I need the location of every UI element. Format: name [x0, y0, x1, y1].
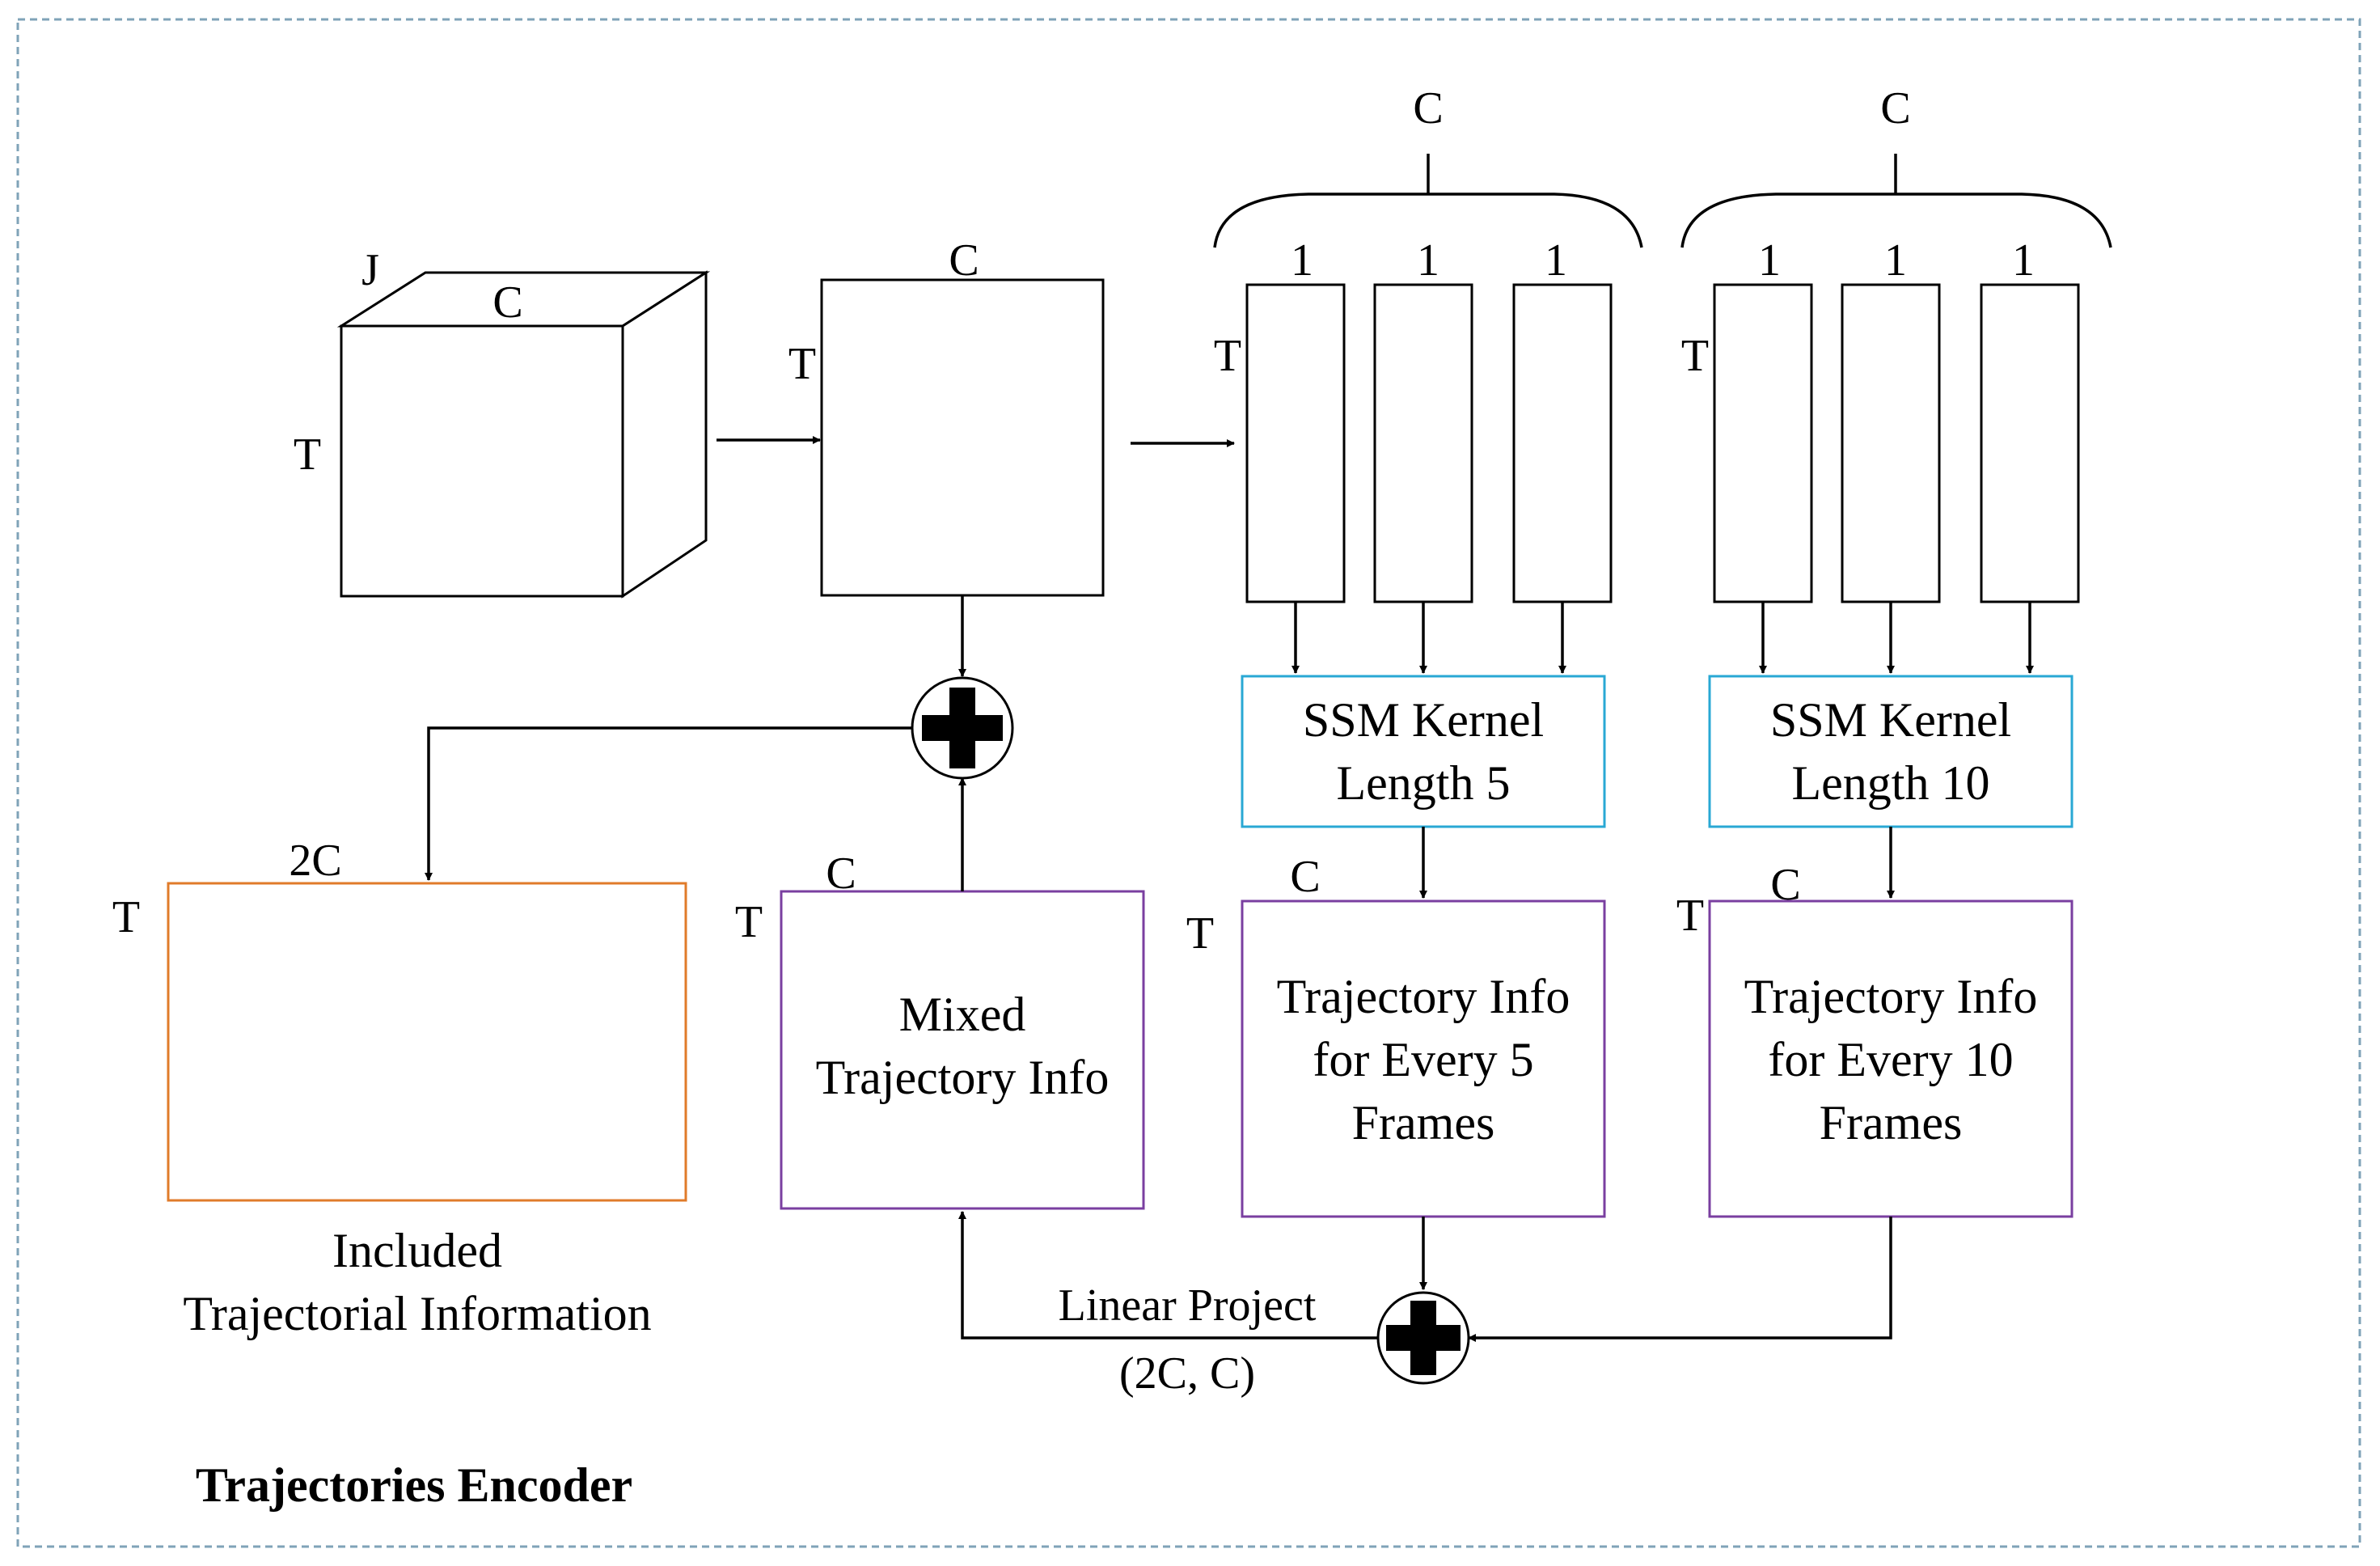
ssm-kernel-10: [1708, 675, 2074, 828]
linear-line1: Linear Project: [1059, 1280, 1317, 1331]
output-label-t: T: [112, 892, 140, 942]
group5-col1-label: 1: [1291, 235, 1313, 286]
ssm5-line2: Length 5: [1337, 756, 1511, 810]
mixed-label-t: T: [735, 897, 763, 947]
group10-column-3: [1980, 283, 2080, 603]
diagram-title: Trajectories Encoder: [196, 1458, 632, 1512]
mixed-line2: Trajectory Info: [816, 1051, 1110, 1104]
traj-info-5: [1241, 899, 1606, 1218]
group10-col2-label: 1: [1884, 235, 1907, 286]
traj-info-10: [1708, 899, 2074, 1218]
flat-label-c: C: [949, 235, 979, 286]
traj5-line3: Frames: [1352, 1096, 1495, 1149]
group10-col1-label: 1: [1758, 235, 1781, 286]
output-label-2c: 2C: [289, 836, 341, 886]
group5-brace-c: C: [1413, 83, 1443, 133]
brace-group5: [1213, 154, 1643, 248]
arrow-traj10-to-add: [1468, 1217, 1892, 1342]
linear-line2: (2C, C): [1119, 1348, 1255, 1399]
mixed-label-c: C: [826, 849, 856, 899]
output-caption1: Included: [332, 1224, 502, 1277]
traj5-label-t: T: [1186, 908, 1214, 959]
traj10-line2: for Every 10: [1768, 1033, 2013, 1086]
traj5-label-c: C: [1290, 852, 1320, 902]
outer-frame: [16, 18, 2361, 1548]
output-caption2: Trajectorial Information: [183, 1287, 651, 1340]
group5-column-3: [1512, 283, 1613, 603]
cube-label-j: J: [361, 245, 379, 295]
plus-circle-icon: [1376, 1291, 1470, 1385]
ssm-kernel-5: [1241, 675, 1606, 828]
flat-label-t: T: [788, 339, 816, 389]
cube-label-t: T: [294, 430, 321, 480]
traj10-line1: Trajectory Info: [1744, 970, 2038, 1023]
group5-label-t: T: [1214, 331, 1241, 381]
group5-column-1: [1245, 283, 1346, 603]
brace-group10: [1680, 154, 2112, 248]
mixed-trajectory-box: [780, 890, 1145, 1210]
plus-circle-icon: [911, 676, 1014, 780]
group10-column-2: [1841, 283, 1941, 603]
ssm10-line1: SSM Kernel: [1770, 693, 2011, 747]
ssm5-line1: SSM Kernel: [1303, 693, 1544, 747]
output-box: [167, 882, 687, 1202]
traj10-label-t: T: [1676, 891, 1704, 941]
arrow-add-to-output: [425, 726, 912, 881]
flat-feature-map: [820, 278, 1105, 597]
ssm10-line2: Length 10: [1792, 756, 1990, 810]
group10-brace-c: C: [1880, 83, 1910, 133]
group10-column-1: [1713, 283, 1813, 603]
group10-col3-label: 1: [2012, 235, 2035, 286]
input-cube: [336, 270, 711, 599]
group5-column-2: [1373, 283, 1473, 603]
traj10-line3: Frames: [1820, 1096, 1963, 1149]
group10-label-t: T: [1681, 331, 1709, 381]
traj5-line2: for Every 5: [1313, 1033, 1533, 1086]
mixed-line1: Mixed: [899, 988, 1026, 1041]
cube-label-c: C: [492, 277, 522, 328]
arrow-linear-project: [958, 1211, 1378, 1340]
traj10-label-c: C: [1770, 860, 1800, 910]
traj5-line1: Trajectory Info: [1277, 970, 1570, 1023]
group5-col2-label: 1: [1417, 235, 1439, 286]
group5-col3-label: 1: [1545, 235, 1567, 286]
